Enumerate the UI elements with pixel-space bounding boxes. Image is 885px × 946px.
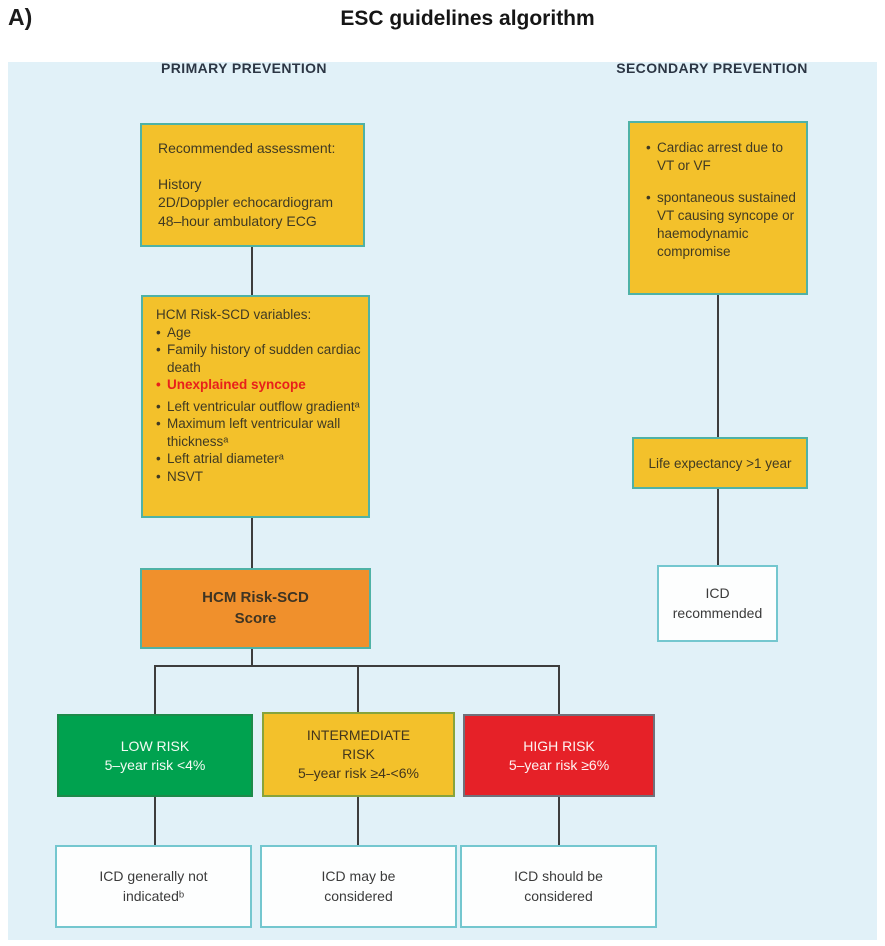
variable-left-atrial-diameter: Left atrial diameterᵃ [156, 450, 362, 468]
variable-age: Age [156, 324, 362, 342]
recommended-assessment-box: Recommended assessment: History 2D/Doppl… [140, 123, 365, 247]
high-risk-box: HIGH RISK 5–year risk ≥6% [463, 714, 655, 797]
low-risk-title: LOW RISK [120, 737, 190, 754]
icd-may-be-considered-box: ICD may be considered [260, 845, 457, 928]
variable-nsvt: NSVT [156, 468, 362, 486]
high-risk-title: HIGH RISK [523, 737, 595, 754]
icd-recommended-box: ICD recommended [657, 565, 778, 642]
secondary-prevention-criteria-box: Cardiac arrest due to VT or VF spontaneo… [628, 121, 808, 295]
assessment-line-ecg: 48–hour ambulatory ECG [158, 212, 317, 229]
figure-title: ESC guidelines algorithm [340, 7, 595, 30]
intermediate-risk-box: INTERMEDIATE RISK 5–year risk ≥4-<6% [262, 712, 455, 797]
variable-unexplained-syncope: Unexplained syncope [156, 376, 362, 394]
icd-not-indicated-line1: ICD generally not [99, 867, 208, 884]
connector-branch-high [558, 665, 560, 715]
assessment-line-history: History [158, 176, 202, 193]
icd-should-be-considered-box: ICD should be considered [460, 845, 657, 928]
high-risk-subtitle: 5–year risk ≥6% [508, 756, 610, 773]
connector-branch-intermediate [357, 665, 359, 715]
connector-intermediate-to-outcome [357, 797, 359, 845]
connector-score-stub [251, 649, 253, 667]
low-risk-box: LOW RISK 5–year risk <4% [57, 714, 253, 797]
icd-may-line2: considered [324, 887, 393, 904]
primary-prevention-header: PRIMARY PREVENTION [161, 60, 327, 76]
variable-family-history: Family history of sudden cardiac death [156, 341, 362, 376]
icd-recommended-line2: recommended [672, 604, 763, 621]
life-expectancy-text: Life expectancy >1 year [648, 455, 792, 471]
variable-max-wall-thickness: Maximum left ventricular wall thicknessᵃ [156, 415, 362, 450]
variables-heading: HCM Risk-SCD variables: [156, 307, 312, 322]
intermediate-risk-title: INTERMEDIATE [306, 727, 411, 744]
icd-should-line2: considered [524, 887, 593, 904]
connector-life-to-icd [717, 488, 719, 565]
connector-secondary-to-life [717, 295, 719, 437]
assessment-line-echo: 2D/Doppler echocardiogram [158, 194, 334, 211]
icd-may-line1: ICD may be [321, 867, 396, 884]
variable-lvot-gradient: Left ventricular outflow gradientᵃ [156, 398, 362, 416]
icd-recommended-line1: ICD [705, 584, 730, 601]
intermediate-risk-subtitle: 5–year risk ≥4-<6% [298, 764, 419, 781]
icd-not-indicated-box: ICD generally not indicatedᵇ [55, 845, 252, 928]
connector-variables-to-score [251, 518, 253, 568]
connector-branch-low [154, 665, 156, 715]
criteria-cardiac-arrest: Cardiac arrest due to VT or VF [646, 139, 798, 175]
connector-high-to-outcome [558, 797, 560, 845]
score-line2: Score [234, 609, 277, 627]
hcm-risk-scd-score-box: HCM Risk-SCD Score [140, 568, 371, 649]
assessment-heading: Recommended assessment: [158, 140, 336, 156]
figure-label: A) [8, 4, 33, 30]
criteria-sustained-vt: spontaneous sustained VT causing syncope… [646, 189, 798, 261]
secondary-prevention-header: SECONDARY PREVENTION [616, 60, 808, 76]
connector-assessment-to-variables [251, 247, 253, 295]
icd-should-line1: ICD should be [514, 867, 603, 884]
score-line1: HCM Risk-SCD [202, 589, 309, 607]
connector-low-to-outcome [154, 797, 156, 845]
icd-not-indicated-line2: indicatedᵇ [122, 887, 185, 904]
life-expectancy-box: Life expectancy >1 year [632, 437, 808, 489]
hcm-risk-scd-variables-box: HCM Risk-SCD variables: Age Family histo… [141, 295, 370, 518]
low-risk-subtitle: 5–year risk <4% [104, 756, 206, 773]
intermediate-risk-title2: RISK [342, 746, 375, 763]
